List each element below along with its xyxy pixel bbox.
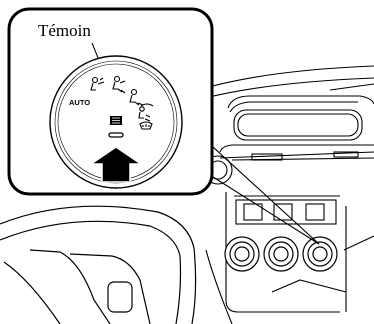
auto-label: AUTO <box>69 98 90 107</box>
steering-wheel <box>0 206 196 324</box>
indicator-lamp <box>109 133 123 137</box>
callout-box: Témoin AUTO <box>9 9 212 194</box>
airflow-mode-knob <box>303 237 337 271</box>
callout-label: Témoin <box>38 21 91 40</box>
rear-defrost-icon <box>110 116 122 125</box>
climate-knob <box>264 237 298 271</box>
dashboard-drawing <box>204 66 374 324</box>
climate-knob <box>225 237 259 271</box>
